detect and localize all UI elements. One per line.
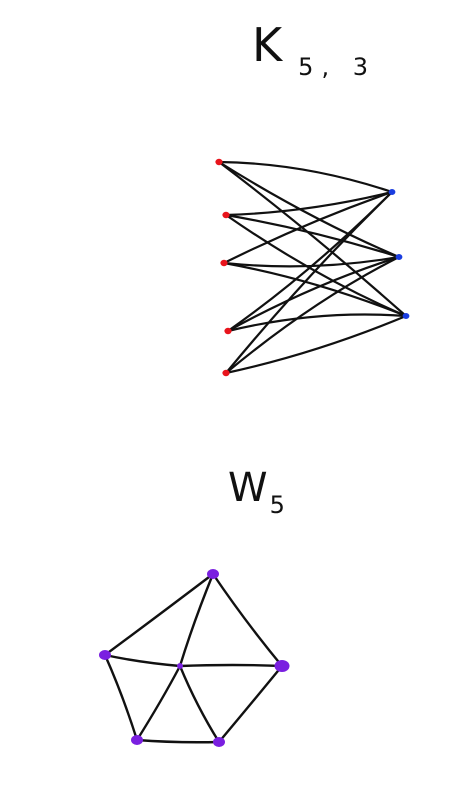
k53-left-vertex-2: [222, 211, 230, 219]
w5-spoke-edge-5: [103, 653, 182, 668]
k53-right-vertex-3: [402, 313, 410, 319]
k53-edge-l1-r1: [217, 160, 394, 194]
w5-rim-edge-5: [103, 572, 215, 657]
k53-edge-l3-r1: [222, 190, 394, 265]
w5-rim-edge-1: [211, 572, 284, 668]
w5-spoke-edge-2: [178, 663, 284, 668]
w5-rim-vertex-4: [131, 735, 143, 745]
w5-spoke-edge-4: [135, 664, 182, 742]
w5-spoke-edge-1: [178, 572, 215, 668]
w5-label-main: W: [228, 465, 268, 511]
w5-rim-vertex-2: [274, 660, 290, 672]
w5-rim-edge-4: [103, 653, 139, 742]
w5-label: W5: [228, 465, 285, 517]
k53-edge-l3-r3: [222, 261, 408, 318]
w5-rim-edge-2: [217, 664, 284, 744]
k53-edge-l4-r2: [226, 255, 401, 333]
k53-edge-l2-r2: [224, 213, 401, 259]
k53-left-vertex-4: [224, 327, 232, 335]
w5-rim-vertex-5: [99, 650, 111, 660]
k53-edge-l2-r1: [224, 190, 394, 217]
k53-edge-l1-r2: [217, 160, 401, 259]
k53-left-vertex-3: [220, 259, 228, 267]
k53-edge-l5-r3: [224, 314, 408, 375]
k53-edge-l5-r1: [224, 190, 394, 375]
w5-spoke-edge-3: [178, 664, 221, 744]
k53-label-main: K: [252, 18, 285, 72]
w5-graph: [99, 569, 290, 747]
w5-rim-edge-3: [135, 738, 221, 744]
k53-graph: [215, 158, 410, 377]
k53-edge-l5-r2: [224, 255, 401, 375]
k53-left-vertex-1: [215, 158, 223, 166]
k53-left-vertex-5: [222, 369, 230, 377]
k53-edge-l4-r3: [226, 313, 408, 333]
w5-rim-vertex-1: [207, 569, 219, 579]
k53-right-vertex-2: [395, 254, 403, 260]
k53-edge-l1-r3: [217, 160, 408, 318]
w5-rim-vertex-3: [213, 737, 225, 747]
k53-label-subscript: 5, 3: [298, 53, 376, 81]
w5-label-subscript: 5: [269, 491, 285, 519]
w5-hub-vertex: [177, 663, 183, 669]
k53-right-vertex-1: [388, 189, 396, 195]
